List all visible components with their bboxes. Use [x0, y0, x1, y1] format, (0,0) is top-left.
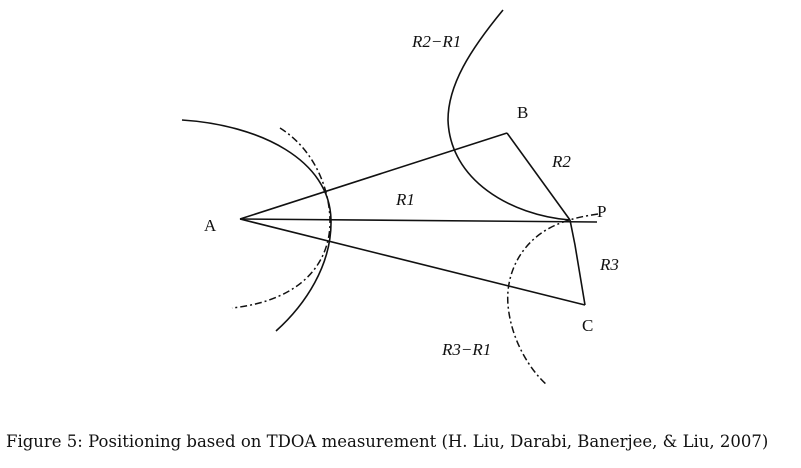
point-c-label: C [582, 316, 594, 335]
point-b-label: B [517, 103, 529, 122]
r3-minus-r1-label: R3−R1 [442, 340, 492, 359]
circle-arc-a-dashdot [231, 127, 331, 309]
point-a-label: A [204, 216, 217, 235]
hyperbola-r3-r1 [506, 213, 599, 386]
r2-minus-r1-label: R2−R1 [412, 32, 462, 51]
figure-caption: Figure 5: Positioning based on TDOA meas… [6, 432, 769, 451]
line-b-p [506, 132, 571, 221]
hyperbola-r2-r1 [447, 9, 571, 221]
r2-label: R2 [552, 152, 571, 171]
line-a-c [239, 218, 586, 306]
line-p-c [569, 219, 586, 306]
r1-label: R1 [396, 190, 415, 209]
circle-arc-a-solid [181, 119, 332, 332]
line-a-p [239, 218, 598, 223]
line-a-b [239, 132, 508, 220]
point-p-label: P [597, 202, 607, 221]
r3-label: R3 [600, 255, 619, 274]
